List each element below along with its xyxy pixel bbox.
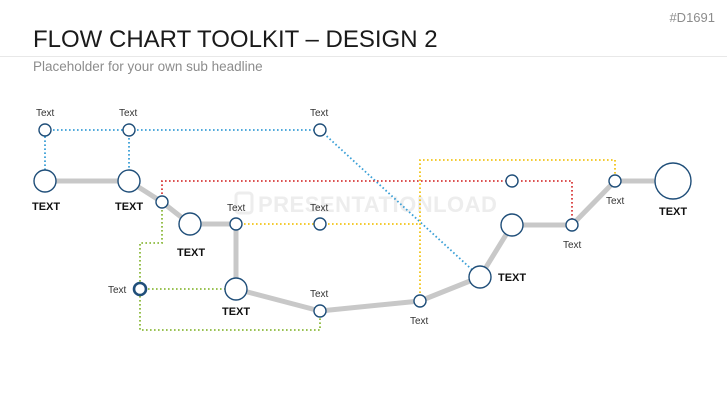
- node-label: Text: [36, 108, 55, 119]
- node-heading: TEXT: [32, 201, 60, 213]
- node-heading: TEXT: [659, 206, 687, 218]
- node-big-4[interactable]: [224, 277, 248, 301]
- node-small-10[interactable]: [313, 304, 327, 318]
- node-label: Text: [606, 196, 625, 207]
- node-label: Text: [227, 203, 246, 214]
- node-big-1[interactable]: [33, 169, 57, 193]
- watermark-logo: [234, 191, 254, 215]
- green-dotted-path: [139, 202, 321, 331]
- node-big-2[interactable]: [117, 169, 141, 193]
- node-heading: TEXT: [498, 272, 526, 284]
- node-label: Text: [310, 203, 329, 214]
- bold-labels: TEXT TEXT TEXT TEXT TEXT TEXT: [32, 201, 687, 318]
- node-small-8[interactable]: [565, 218, 579, 232]
- node-label: Text: [410, 316, 429, 327]
- node-label: Text: [310, 108, 329, 119]
- node-small-7[interactable]: [505, 174, 519, 188]
- node-small-11[interactable]: [413, 294, 427, 308]
- node-label: Text: [108, 285, 127, 296]
- node-big-3[interactable]: [178, 212, 202, 236]
- red-dotted-path: [161, 180, 573, 225]
- node-big-6[interactable]: [500, 213, 524, 237]
- node-small-6[interactable]: [313, 217, 327, 231]
- page-subtitle: Placeholder for your own sub headline: [33, 59, 263, 74]
- node-small-9[interactable]: [608, 174, 622, 188]
- node-small-3[interactable]: [313, 123, 327, 137]
- node-label: Text: [563, 240, 582, 251]
- node-heading: TEXT: [222, 306, 250, 318]
- node-small-4[interactable]: [155, 195, 169, 209]
- node-label: Text: [310, 289, 329, 300]
- node-label: Text: [119, 108, 138, 119]
- node-heading: TEXT: [177, 247, 205, 259]
- slide-code: #D1691: [669, 10, 715, 25]
- node-big-5[interactable]: [468, 265, 492, 289]
- node-small-1[interactable]: [38, 123, 52, 137]
- title-divider: [0, 56, 727, 57]
- node-small-2[interactable]: [122, 123, 136, 137]
- node-big-end[interactable]: [654, 162, 692, 200]
- page-title: FLOW CHART TOOLKIT – DESIGN 2: [33, 26, 438, 53]
- blue-dotted-path: [44, 129, 481, 278]
- dotted-connectors: [44, 129, 616, 331]
- node-small-highlighted[interactable]: [132, 281, 148, 297]
- watermark: PRESENTATIONLOAD: [234, 191, 497, 217]
- watermark-text: PRESENTATIONLOAD: [258, 192, 497, 217]
- flow-nodes: [33, 123, 692, 318]
- small-labels: Text Text Text Text Text Text Text Text …: [36, 108, 625, 327]
- node-small-5[interactable]: [229, 217, 243, 231]
- node-heading: TEXT: [115, 201, 143, 213]
